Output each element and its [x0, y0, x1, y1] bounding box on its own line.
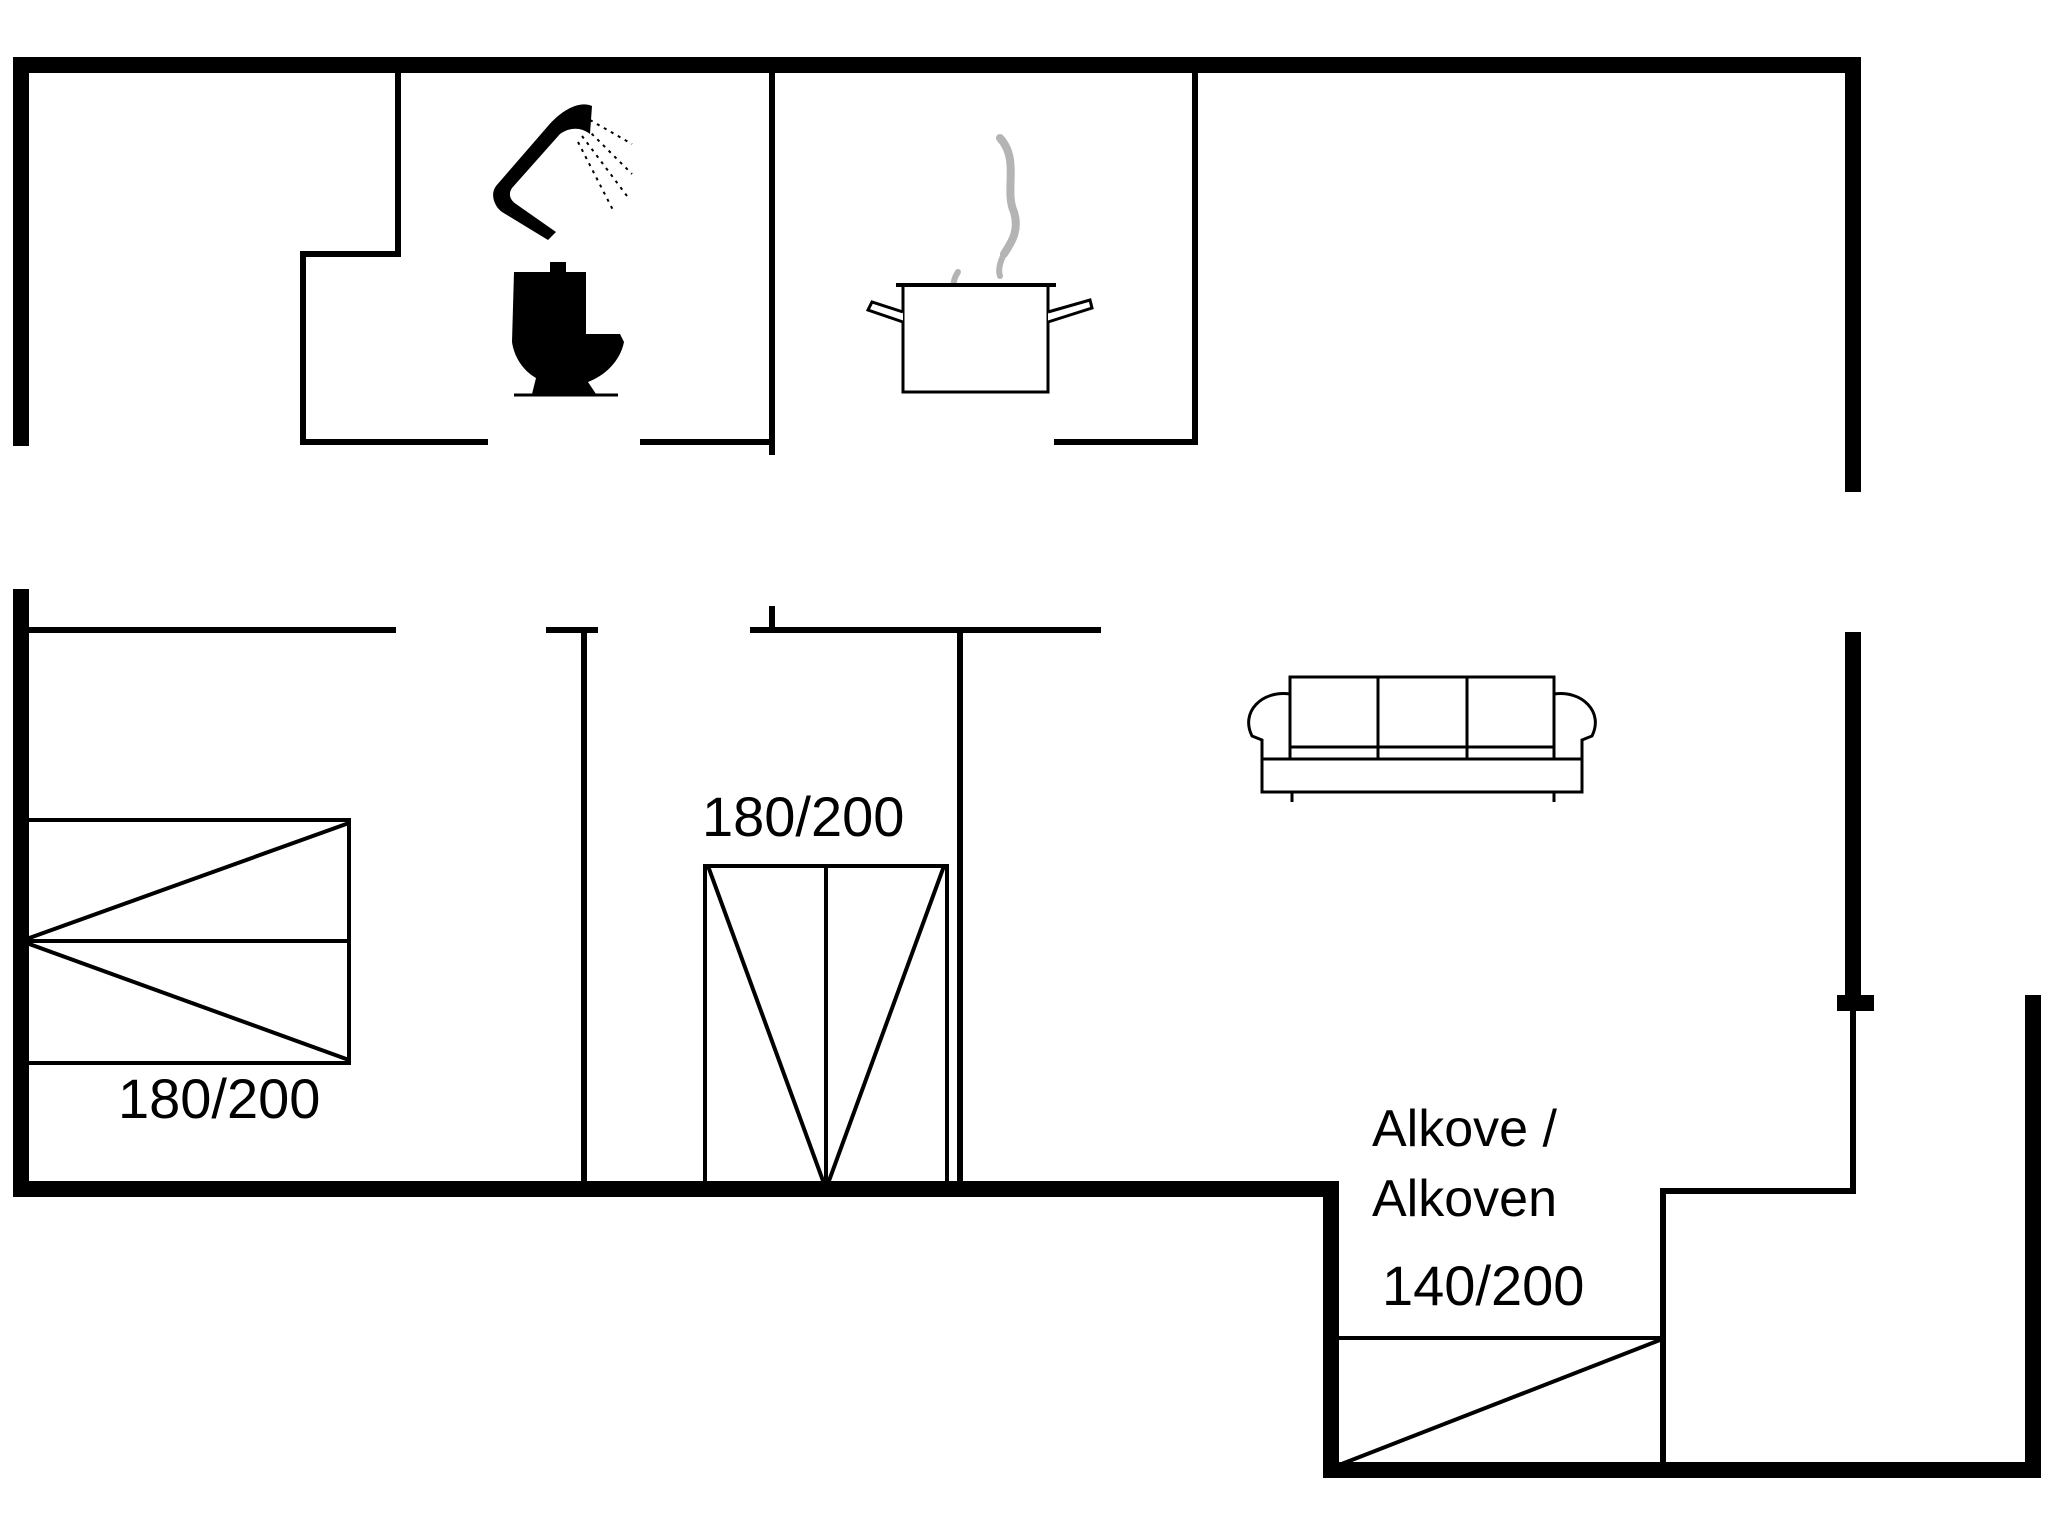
- outer-wall-top: [13, 57, 1861, 492]
- bed-middle: [703, 864, 949, 1195]
- wall-kitchen-right: [1054, 65, 1198, 445]
- sofa-icon: [1247, 675, 1597, 802]
- bed-cover: [15, 821, 350, 1062]
- wall-alcove: [1660, 1003, 1856, 1470]
- shower-icon: [493, 104, 633, 240]
- bed-size-label-left: 180/200: [118, 1067, 320, 1130]
- bed-left: [15, 818, 351, 1065]
- bed-size-label-middle: 180/200: [702, 785, 904, 848]
- bed-cover: [1338, 1338, 1661, 1467]
- bed-size-label-alcove: 140/200: [1382, 1254, 1584, 1317]
- alcove-label-line1: Alkove /: [1372, 1100, 1558, 1158]
- bed-alcove: [1337, 1336, 1663, 1467]
- wall-bathroom-left: [300, 65, 488, 445]
- outer-wall-bottom: [13, 589, 2041, 1478]
- alcove-label-line2: Alkoven: [1372, 1170, 1557, 1228]
- toilet-icon: [512, 262, 624, 397]
- bed-cover: [706, 865, 946, 1195]
- interior-walls: [21, 65, 1856, 1470]
- outer-walls: [13, 57, 2041, 1478]
- cooking-pot-icon: [865, 134, 1094, 394]
